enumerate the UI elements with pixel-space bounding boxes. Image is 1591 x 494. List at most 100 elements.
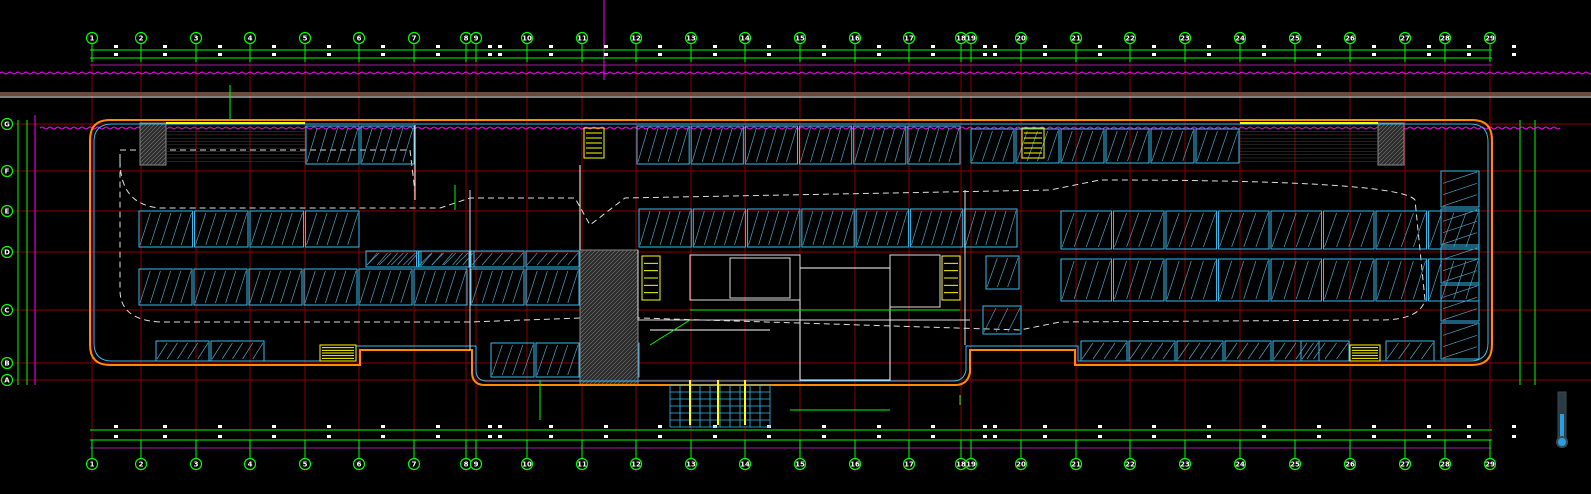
stall-marking [316,127,328,163]
stall-marking [1271,212,1285,248]
building-walls [89,119,1493,386]
stall-marking [567,270,579,304]
stall-marking [840,127,852,163]
column-axis-bubble: 14 [738,31,752,45]
stall-marking [951,210,963,246]
stall-marking [1061,260,1075,300]
column-axis-bubble: 12 [629,457,643,471]
parking-stall [360,125,415,165]
parking-stall [490,342,535,378]
stall-marking [1098,212,1111,248]
stall-marking [170,212,182,246]
stall-marking [1178,212,1192,248]
axis-bubble-circle [1014,457,1028,471]
stair [1349,344,1381,362]
stall-marking [928,127,940,163]
dimension-text [1098,45,1102,48]
dimension-text [1207,425,1211,428]
axis-label: 9 [474,35,479,43]
axis-label: F [5,168,10,176]
stall-marking [1284,342,1297,360]
axis-bubble-circle [848,31,862,45]
axis-label: 18 [956,35,966,43]
stair [319,344,357,362]
ramp-hatch [596,343,639,386]
dimension-text [1372,425,1376,428]
dimension-text [498,425,502,428]
parking-stall [1150,128,1195,164]
parking-stall [692,208,747,248]
dimension-text [549,45,553,48]
axis-label: E [5,208,10,216]
stall-marking [180,270,192,304]
ramp-hatch [579,299,639,359]
stall-marking [391,252,404,266]
axis-bubble-circle [1014,31,1028,45]
stall-marking [1442,209,1478,222]
dimension-text [1512,53,1516,56]
stall-marking [347,127,359,163]
stall-marking [1007,257,1019,288]
slider-knob [1556,436,1568,448]
stall-marking [1295,260,1309,300]
stall-marking [1453,260,1467,300]
parking-stall [1165,210,1217,250]
dimension-text [822,425,826,428]
axis-bubble-circle [1123,31,1137,45]
axis-bubble-circle [407,31,421,45]
parking-stall [970,128,1015,164]
stall-marking [1360,212,1374,248]
stall-marking [657,127,669,163]
axis-bubble-circle [85,31,99,45]
column-axis-bubble: 25 [1288,457,1302,471]
column-axis-bubble: 25 [1288,31,1302,45]
ramp-hatch [580,327,639,386]
axis-bubble-circle [85,457,99,471]
stall-marking [1442,194,1478,207]
column-axis-bubble: 22 [1123,457,1137,471]
stall-marking [180,212,192,246]
stall-marking [236,212,248,246]
stall-marking [547,252,558,266]
column-axis-bubble: 10 [520,31,534,45]
stall-marking [1231,212,1245,248]
column-axis-bubble: 4 [243,31,257,45]
stall-marking [414,270,426,304]
stall-marking [1255,260,1269,300]
parking-stall [690,125,744,165]
parking-stall [249,210,304,248]
stall-marking [187,342,199,360]
parking-stall [907,125,961,165]
parking-stall [1440,208,1480,246]
ramp-hatch [1377,122,1403,148]
stall-marking [1442,232,1478,245]
stall-marking [1073,212,1087,248]
stall-marking [270,270,281,304]
ramp-hatch [579,249,613,283]
stair [641,255,661,301]
ramp-hatch [579,249,629,299]
axis-bubble-circle [1343,457,1357,471]
stall-marking [1442,259,1478,271]
dimension-text [488,53,492,56]
zoom-slider[interactable] [1556,391,1568,448]
row-axis-bubble: E [0,204,14,218]
axis-bubble-circle [575,457,589,471]
parking-stall [525,268,580,306]
lane-outline [119,159,1426,331]
dimension-text [549,53,553,56]
stall-marking [1409,342,1422,360]
dimension-text [1427,45,1431,48]
stall-marking [1138,212,1152,248]
axis-bubble-circle [902,31,916,45]
parking-stall [1300,340,1350,362]
stall-marking [1129,342,1142,360]
dimension-text [1207,435,1211,438]
stall-marking [492,270,503,304]
stall-marking [1196,130,1208,162]
column-axis-bubble: 5 [298,31,312,45]
dimension-lines [17,45,1536,441]
stall-marking [948,127,960,163]
stall-marking [1151,342,1164,360]
